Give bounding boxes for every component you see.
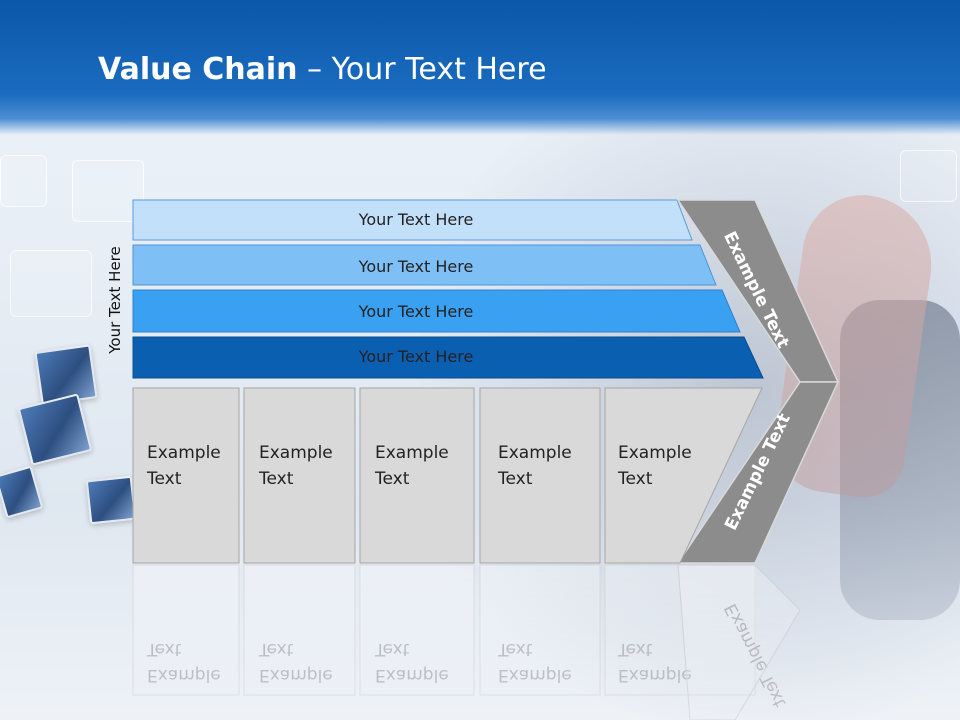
bar-1-label: Your Text Here [358,210,474,229]
box-3-line1: Example [375,443,449,463]
bar-4 [132,336,764,379]
header-bar: Value Chain – Your Text Here [0,0,960,135]
reflection-text: Text [374,639,410,659]
box-5 [604,387,763,564]
bar-3 [132,289,741,333]
bar-3-label: Your Text Here [358,302,474,321]
box-reflection [132,564,240,696]
reflection-text: Example [259,665,333,685]
box-5-line1: Example [618,443,692,463]
reflection-text: Text [497,639,533,659]
box-reflection [359,564,475,696]
background-tile [900,150,957,202]
chevron-bottom [676,381,840,564]
box-2-line2: Text [258,469,294,489]
bar-1 [132,199,693,241]
box-4 [479,387,601,564]
title-bold: Value Chain [98,52,298,87]
reflection-text: Text [146,639,182,659]
box-4-line1: Example [498,443,572,463]
bar-2 [132,244,717,286]
box-4-line2: Text [497,469,533,489]
box-1 [132,387,240,564]
box-2-line1: Example [259,443,333,463]
box-5-line2: Text [617,469,653,489]
bar-2-label: Your Text Here [358,257,474,276]
box-3 [359,387,475,564]
box-1-line2: Text [146,469,182,489]
reflection-text: Example [498,665,572,685]
reflection-text: Text [617,639,653,659]
bar-4-label: Your Text Here [358,347,474,366]
box-2 [243,387,356,564]
reflection-text: Text [258,639,294,659]
background-tile [0,155,47,207]
box-1-line1: Example [147,443,221,463]
slide-title: Value Chain – Your Text Here [98,52,547,87]
background-tile [10,250,92,317]
box-3-line2: Text [374,469,410,489]
title-rest: – Your Text Here [297,52,547,87]
background-tile [72,160,144,222]
reflection-text: Example [618,665,692,685]
chevron-reflection [677,564,801,720]
box-reflection [243,564,356,696]
reflection-text: Example [375,665,449,685]
reflection-group: Example Text Example Text Example Text E… [132,564,801,720]
reflection-text: Example [147,665,221,685]
box-reflection [479,564,601,696]
